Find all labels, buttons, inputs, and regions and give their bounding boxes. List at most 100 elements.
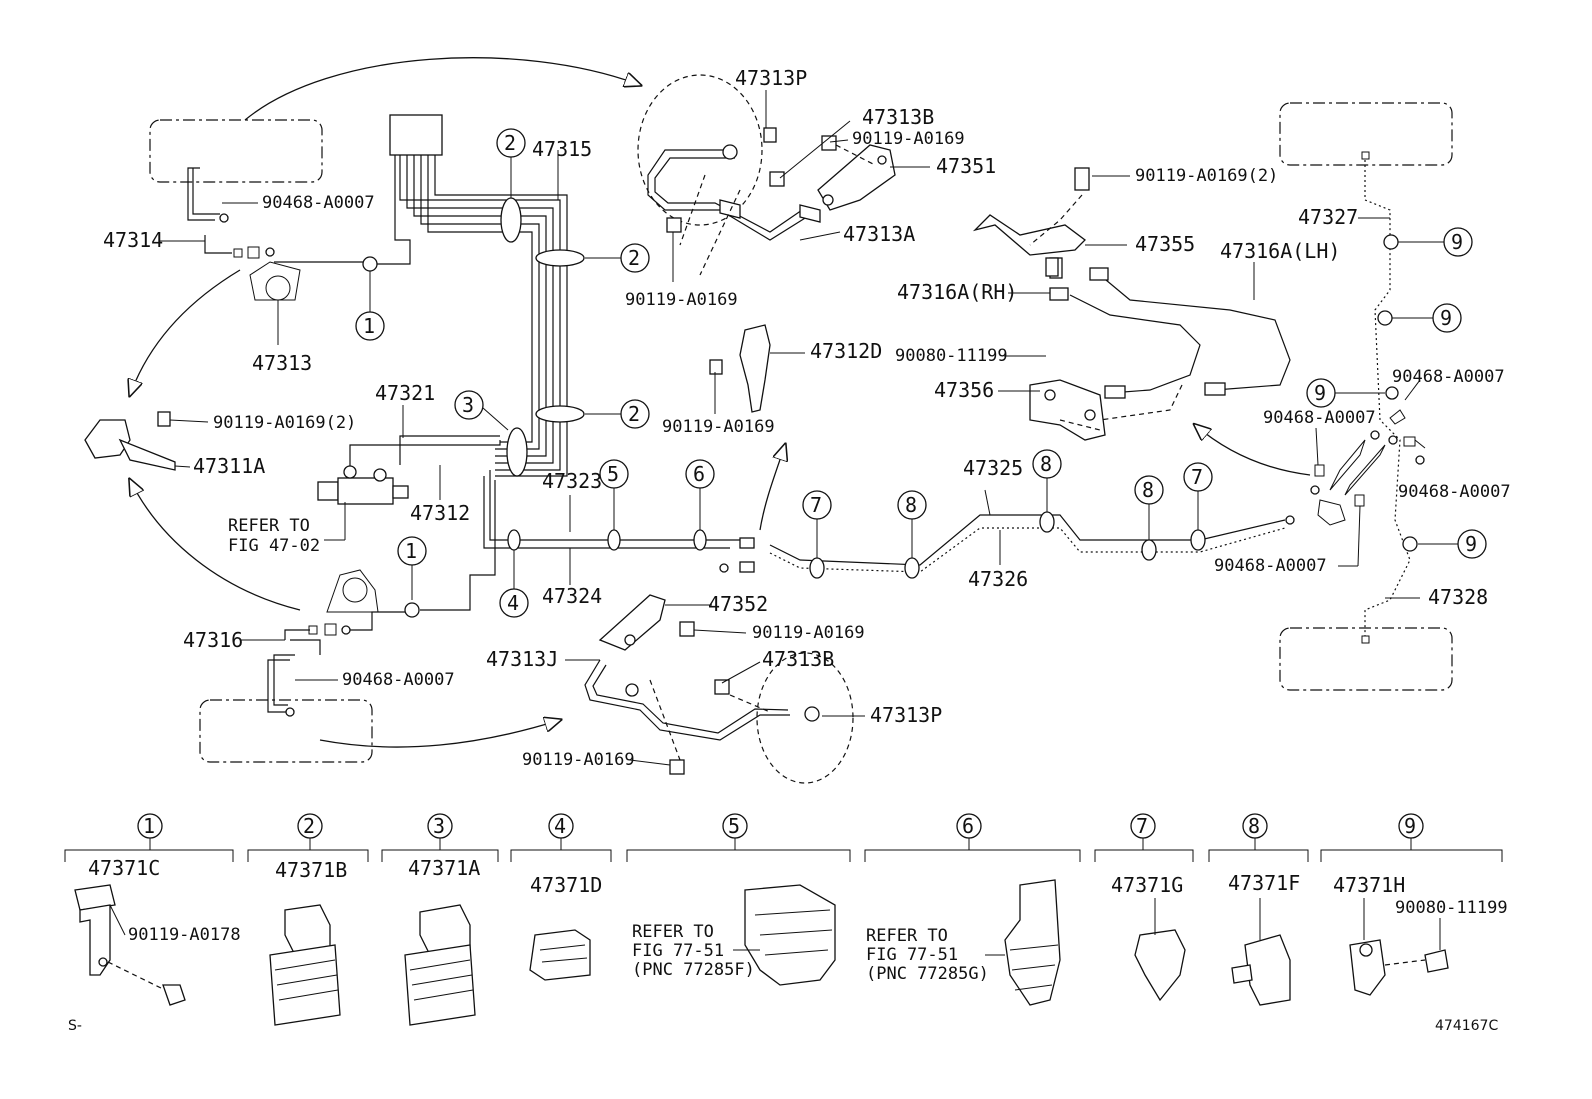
clamp-77285G-drawing bbox=[985, 879, 1061, 1006]
front-right-sensor-wire-47316 bbox=[267, 569, 412, 717]
legend-47371G: 47371G bbox=[1111, 873, 1183, 897]
label-90119-A0169-low2: 90119-A0169 bbox=[522, 750, 635, 770]
flow-arrow-bottom bbox=[319, 720, 560, 748]
flow-arrow-top bbox=[244, 57, 640, 121]
callout-1-b: 1 bbox=[405, 539, 417, 563]
front-left-sensor-wire-47314 bbox=[187, 167, 370, 301]
clamp-47371G-drawing bbox=[1134, 898, 1186, 1002]
legend-90080-11199: 90080-11199 bbox=[1395, 898, 1508, 918]
label-47312: 47312 bbox=[410, 501, 470, 525]
label-47325: 47325 bbox=[963, 456, 1023, 480]
label-47312D: 47312D bbox=[810, 339, 882, 363]
label-90119-A0169-2b: 90119-A0169(2) bbox=[1135, 166, 1278, 186]
label-47351: 47351 bbox=[936, 154, 996, 178]
diagram-id: 474167C bbox=[1435, 1018, 1498, 1034]
legend-callout-5: 5 bbox=[728, 814, 740, 838]
clamp-77285F-drawing bbox=[733, 884, 836, 986]
callout-8-b: 8 bbox=[1040, 452, 1052, 476]
front-right-sensor-area bbox=[199, 699, 373, 763]
callout-8-c: 8 bbox=[1142, 478, 1154, 502]
label-47313B-top: 47313B bbox=[862, 105, 934, 129]
label-47327: 47327 bbox=[1298, 205, 1358, 229]
footer-left-code: S- bbox=[68, 1018, 82, 1034]
label-47356: 47356 bbox=[934, 378, 994, 402]
refer-fig4702-line1: REFER TO bbox=[228, 516, 310, 536]
label-47323: 47323 bbox=[542, 469, 602, 493]
front-left-flex-hose-assembly bbox=[637, 74, 896, 276]
clamp-47371H-drawing bbox=[1349, 898, 1449, 996]
label-90468-A0007-c: 90468-A0007 bbox=[1263, 408, 1376, 428]
legend-47371D: 47371D bbox=[530, 873, 602, 897]
clamp-legend: 1 2 3 4 5 6 7 8 9 47371C 90119-A0178 473… bbox=[64, 813, 1508, 1026]
legend-refer5-line1: REFER TO bbox=[632, 922, 714, 942]
label-47324: 47324 bbox=[542, 584, 602, 608]
clamp-47371A-drawing bbox=[404, 904, 476, 1026]
label-90119-A0169-low1: 90119-A0169 bbox=[752, 623, 865, 643]
label-47316A-RH: 47316A(RH) bbox=[897, 280, 1017, 304]
label-47313: 47313 bbox=[252, 351, 312, 375]
rear-left-sensor-terminal bbox=[1361, 151, 1370, 160]
label-90468-A0007-a: 90468-A0007 bbox=[262, 193, 375, 213]
front-right-flex-hose-assembly bbox=[584, 594, 854, 784]
label-90468-A0007-d: 90468-A0007 bbox=[1398, 482, 1511, 502]
part-leaders bbox=[160, 90, 1426, 766]
legend-refer5-line3: (PNC 77285F) bbox=[632, 960, 755, 980]
legend-47371C: 47371C bbox=[88, 856, 160, 880]
legend-47371F: 47371F bbox=[1228, 871, 1300, 895]
flow-arrow-mid bbox=[759, 445, 785, 531]
label-47355: 47355 bbox=[1135, 232, 1195, 256]
flow-arrow-right bbox=[1195, 425, 1311, 476]
label-90119-A0169-top2: 90119-A0169 bbox=[625, 290, 738, 310]
label-47313A: 47313A bbox=[843, 222, 915, 246]
rear-right-sensor-terminal bbox=[1361, 635, 1370, 644]
flow-arrow-left-down bbox=[130, 269, 241, 395]
clamp-47371B-drawing bbox=[269, 904, 341, 1026]
callout-2-c: 2 bbox=[628, 402, 640, 426]
clamp-markers bbox=[362, 197, 1418, 618]
callout-4: 4 bbox=[507, 591, 519, 615]
part-labels: 47313P 47313B 90119-A0169 47351 47313A 9… bbox=[103, 66, 1511, 770]
clamp-47371F-drawing bbox=[1231, 898, 1291, 1006]
label-47316: 47316 bbox=[183, 628, 243, 652]
rear-sensor-wire-47327-47328 bbox=[1364, 160, 1411, 636]
legend-refer6-line1: REFER TO bbox=[866, 926, 948, 946]
callout-2-a: 2 bbox=[504, 131, 516, 155]
legend-47371H: 47371H bbox=[1333, 873, 1405, 897]
callout-2-b: 2 bbox=[628, 246, 640, 270]
legend-callout-9: 9 bbox=[1404, 814, 1416, 838]
label-90468-A0007-f: 90468-A0007 bbox=[342, 670, 455, 690]
label-47313P-low: 47313P bbox=[870, 703, 942, 727]
label-90468-A0007-b: 90468-A0007 bbox=[1392, 367, 1505, 387]
label-47311A: 47311A bbox=[193, 454, 265, 478]
label-47313B-low: 47313B bbox=[762, 647, 834, 671]
label-47321: 47321 bbox=[375, 381, 435, 405]
label-47352: 47352 bbox=[708, 592, 768, 616]
wire-harness-47315 bbox=[349, 114, 740, 611]
abs-connector-block bbox=[389, 114, 443, 156]
label-90468-A0007-e: 90468-A0007 bbox=[1214, 556, 1327, 576]
front-left-sensor-area bbox=[149, 119, 323, 183]
callout-9-a: 9 bbox=[1451, 230, 1463, 254]
legend-callout-7: 7 bbox=[1136, 814, 1148, 838]
master-cylinder-47312 bbox=[317, 465, 409, 505]
clamp-47371D-drawing bbox=[529, 929, 591, 981]
label-47314: 47314 bbox=[103, 228, 163, 252]
label-47326: 47326 bbox=[968, 567, 1028, 591]
legend-callout-1: 1 bbox=[143, 814, 155, 838]
clamp-47371C-drawing bbox=[74, 884, 186, 1006]
legend-callout-4: 4 bbox=[554, 814, 566, 838]
legend-90119-A0178: 90119-A0178 bbox=[128, 925, 241, 945]
callout-9-b: 9 bbox=[1440, 306, 1452, 330]
legend-callout-2: 2 bbox=[303, 814, 315, 838]
label-47328: 47328 bbox=[1428, 585, 1488, 609]
callout-1-a: 1 bbox=[363, 314, 375, 338]
callout-leaders bbox=[369, 157, 1458, 600]
callout-circles: 1 1 2 2 2 3 4 5 6 7 7 8 8 8 9 9 9 9 bbox=[355, 128, 1487, 618]
bracket-47312D bbox=[709, 257, 1059, 413]
flow-arrow-left-up bbox=[130, 480, 301, 611]
callout-3: 3 bbox=[462, 393, 474, 417]
legend-refer6-line3: (PNC 77285G) bbox=[866, 964, 989, 984]
label-90080-11199-mid: 90080-11199 bbox=[895, 346, 1008, 366]
